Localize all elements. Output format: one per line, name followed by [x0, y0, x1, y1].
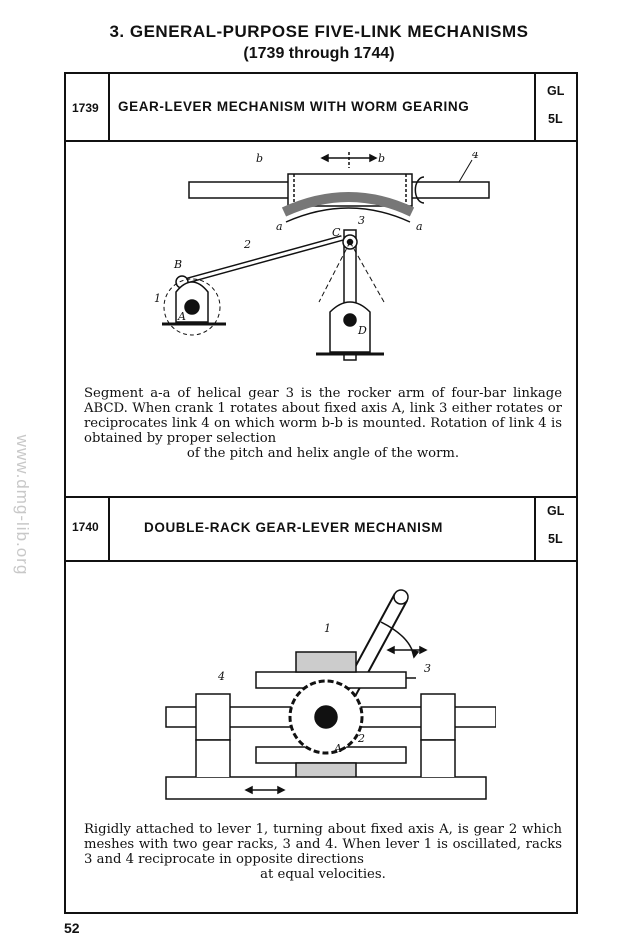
fig-label: 4 — [471, 152, 479, 161]
entry-description: Segment a-a of helical gear 3 is the roc… — [84, 386, 562, 461]
fig-label: a — [276, 220, 283, 233]
fig-label: A — [177, 310, 186, 323]
entries-frame: 1739 GEAR-LEVER MECHANISM WITH WORM GEAR… — [64, 72, 578, 914]
fig-label: b — [256, 152, 263, 165]
fig-label: 1 — [324, 622, 331, 635]
fig-label: 4 — [217, 670, 225, 683]
page-title: 3. GENERAL-PURPOSE FIVE-LINK MECHANISMS — [109, 22, 529, 41]
fig-label: C — [332, 226, 341, 239]
entry-code-bottom: 5L — [548, 112, 563, 126]
fig-label: D — [357, 324, 367, 337]
fig-label: 3 — [424, 662, 431, 675]
fig-label: 3 — [358, 214, 365, 227]
fig-label: b — [378, 152, 385, 165]
entry-code-top: GL — [547, 504, 565, 518]
fig-label: B — [173, 258, 182, 271]
page-subtitle: (1739 through 1744) — [243, 45, 395, 62]
entry-title: DOUBLE-RACK GEAR-LEVER MECHANISM — [144, 520, 443, 535]
entry-code-top: GL — [547, 84, 565, 98]
figure-1739: b b 4 a a 3 C 2 B 1 A D — [154, 152, 490, 361]
entry-number: 1739 — [72, 101, 99, 115]
fig-label: A — [333, 742, 342, 755]
fig-label: 2 — [243, 238, 251, 251]
fig-label: 2 — [357, 732, 365, 745]
page-number: 52 — [64, 920, 80, 936]
watermark: www.dmg-lib.org — [13, 434, 32, 576]
fig-label: a — [416, 220, 423, 233]
entry-title: GEAR-LEVER MECHANISM WITH WORM GEARING — [118, 99, 470, 114]
entry-number: 1740 — [72, 520, 99, 534]
fig-label: 1 — [154, 292, 161, 305]
figure-1740: 1 4 3 A 2 — [165, 589, 496, 800]
entry-description: Rigidly attached to lever 1, turning abo… — [84, 822, 562, 882]
entry-code-bottom: 5L — [548, 532, 563, 546]
